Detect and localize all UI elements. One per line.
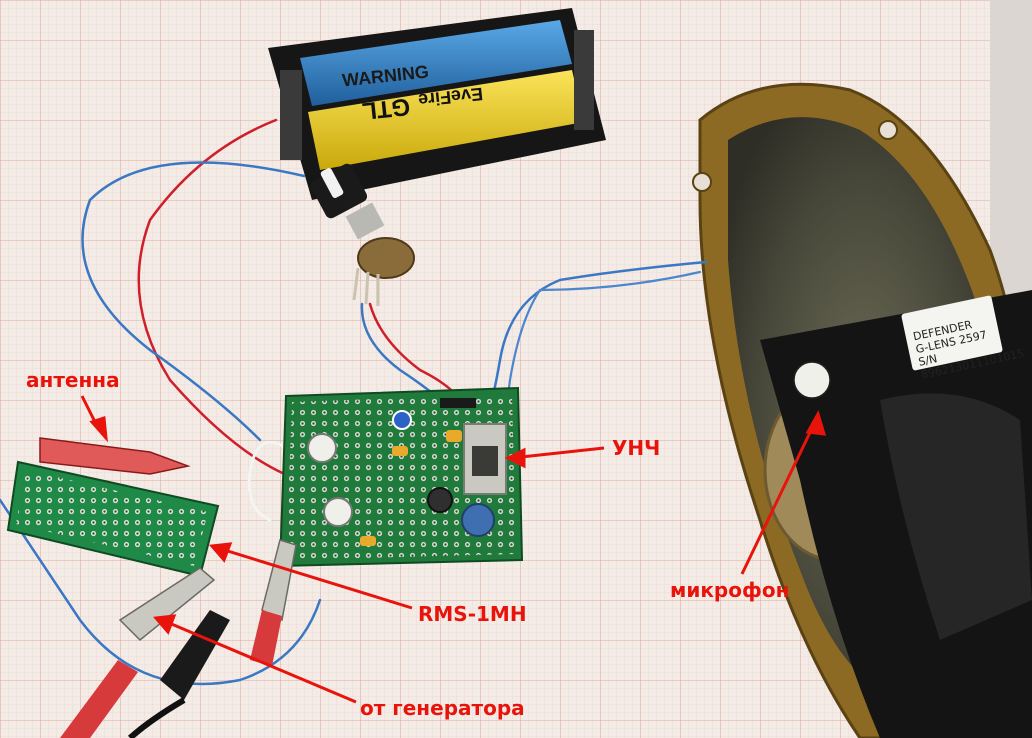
annotation-arrows: [80, 395, 827, 704]
capacitor: [427, 487, 453, 513]
battery-brand-text: GTL: [360, 92, 412, 125]
clip-red: [39, 437, 191, 475]
label-rms: RMS-1MH: [418, 602, 527, 626]
chip: [472, 446, 498, 476]
pot-shaft: [345, 202, 385, 240]
speaker-bracket-inner: [880, 393, 1032, 640]
speaker-screw-hole: [692, 172, 712, 192]
clip-metal: [118, 567, 216, 642]
capacitor-blue: [461, 503, 495, 537]
battery-contact: [574, 30, 594, 130]
arrow-generator-head: [153, 614, 177, 635]
arrow-amplifier: [511, 446, 605, 460]
speaker-logo-mark: [793, 361, 831, 399]
clip-red-sleeve: [250, 610, 282, 666]
capacitor: [323, 497, 353, 527]
wire-black: [127, 697, 186, 738]
label-generator: от генератора: [360, 696, 525, 720]
pot-knob-marker: [320, 167, 344, 199]
arrow-antenna-head: [89, 415, 108, 443]
battery-holder: [268, 8, 606, 200]
clip-red-sleeve: [60, 660, 138, 738]
wire-blue: [81, 161, 306, 442]
component-yellow: [360, 536, 376, 546]
arrow-amplifier-head: [504, 447, 526, 469]
label-antenna: антенна: [26, 368, 120, 392]
trimmer: [392, 410, 412, 430]
pin-header: [440, 398, 476, 408]
arrow-microphone-head: [805, 410, 827, 436]
pot-pin: [364, 271, 370, 305]
label-amplifier: УНЧ: [612, 436, 661, 460]
wires: [0, 118, 708, 686]
component-yellow: [392, 446, 408, 456]
wire-white: [247, 440, 302, 522]
battery-contact: [280, 70, 302, 160]
arrow-microphone: [740, 419, 818, 575]
wire-blue: [0, 498, 322, 686]
arrow-rms: [217, 546, 413, 610]
label-microphone: микрофон: [670, 578, 790, 602]
speaker: [692, 82, 1032, 738]
arrow-rms-head: [209, 542, 233, 563]
battery-blue: [300, 20, 572, 106]
clip-black: [160, 610, 230, 700]
potentiometer: [310, 163, 415, 306]
speaker-screw-hole: [878, 120, 898, 140]
pcb-amplifier: [278, 386, 524, 568]
pot-body: [357, 237, 415, 279]
battery-yellow: [308, 70, 584, 170]
arrow-generator: [161, 618, 357, 704]
capacitor: [307, 433, 337, 463]
component-yellow: [446, 430, 462, 442]
pot-pin: [352, 267, 360, 301]
alligator-clips: [39, 437, 297, 738]
pcb-small-holes: [16, 470, 208, 566]
speaker-sticker: [901, 295, 1003, 371]
